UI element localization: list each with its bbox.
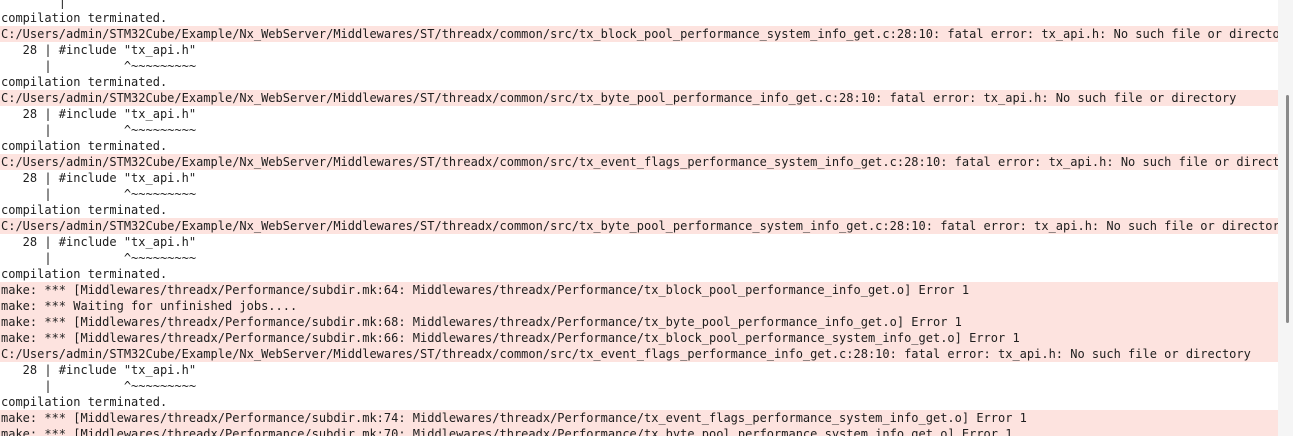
console-line-error: make: *** [Middlewares/threadx/Performan…: [0, 330, 1278, 346]
scrollbar-thumb[interactable]: [1286, 95, 1289, 323]
console-line: | ^~~~~~~~~~: [1, 379, 197, 393]
console-line-error: make: *** [Middlewares/threadx/Performan…: [0, 314, 1278, 330]
console-line: |: [1, 0, 67, 9]
console-line-error: make: *** [Middlewares/threadx/Performan…: [0, 410, 1278, 426]
console-line: compilation terminated.: [1, 395, 168, 409]
console-line: 28 | #include "tx_api.h": [1, 235, 197, 249]
console-line: | ^~~~~~~~~~: [1, 123, 197, 137]
console-line: compilation terminated.: [1, 267, 168, 281]
console-line: compilation terminated.: [1, 11, 168, 25]
console-line-error: C:/Users/admin/STM32Cube/Example/Nx_WebS…: [0, 218, 1278, 234]
console-line: | ^~~~~~~~~~: [1, 187, 197, 201]
console-line-error: C:/Users/admin/STM32Cube/Example/Nx_WebS…: [0, 26, 1278, 42]
console-line-error: C:/Users/admin/STM32Cube/Example/Nx_WebS…: [0, 90, 1278, 106]
console-line-error: make: *** [Middlewares/threadx/Performan…: [0, 282, 1278, 298]
vertical-scrollbar[interactable]: [1278, 0, 1293, 436]
console-line: 28 | #include "tx_api.h": [1, 171, 197, 185]
console-line: compilation terminated.: [1, 203, 168, 217]
console-line: 28 | #include "tx_api.h": [1, 107, 197, 121]
console-line: 28 | #include "tx_api.h": [1, 363, 197, 377]
console-line: compilation terminated.: [1, 75, 168, 89]
console-line-error: make: *** Waiting for unfinished jobs...…: [0, 298, 1278, 314]
console-line: | ^~~~~~~~~~: [1, 59, 197, 73]
console-line-error: make: *** [Middlewares/threadx/Performan…: [0, 426, 1278, 436]
console-line: compilation terminated.: [1, 139, 168, 153]
console-line: | ^~~~~~~~~~: [1, 251, 197, 265]
console-line-error: C:/Users/admin/STM32Cube/Example/Nx_WebS…: [0, 154, 1278, 170]
console-line-error: C:/Users/admin/STM32Cube/Example/Nx_WebS…: [0, 346, 1278, 362]
console-line: 28 | #include "tx_api.h": [1, 43, 197, 57]
